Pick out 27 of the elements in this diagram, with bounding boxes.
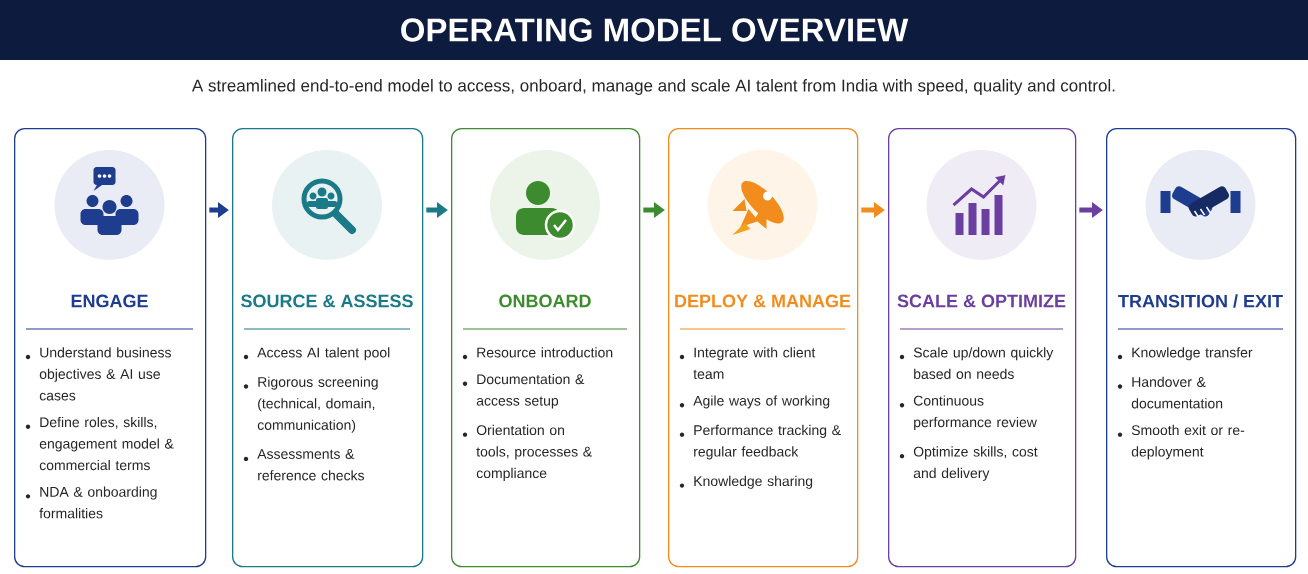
card-heading: SCALE & OPTIMIZE (897, 294, 1066, 308)
bullet-item: Agile ways of working (679, 395, 830, 409)
bullet-item: Assessments & reference checks (243, 449, 365, 481)
card-heading: ENGAGE (71, 294, 148, 308)
bullet-item: Rigorous screening (technical, domain, communication) (243, 376, 378, 433)
bullet-item: Resource introduction (462, 347, 613, 360)
bullet-item: Continuous performance review (899, 395, 1037, 430)
bullet-item: Orientation on tools, processes & compliance (462, 424, 592, 481)
title-banner: OPERATING MODEL OVERVIEW (0, 0, 1308, 60)
bullet-item: Scale up/down quickly based on needs (899, 347, 1054, 379)
card-heading: ONBOARD (499, 294, 591, 308)
bullet-item: Integrate with client team (679, 347, 816, 379)
bullet-item: Knowledge transfer (1117, 347, 1253, 361)
bullet-item: Handover & documentation (1117, 376, 1223, 409)
bullet-item: Performance tracking & regular feedback (679, 424, 841, 460)
bullet-item: Smooth exit or re-deployment (1117, 424, 1245, 460)
card-heading: SOURCE & ASSESS (241, 294, 413, 308)
bullet-item: Define roles, skills, engagement model & commercial terms (25, 416, 174, 471)
card-heading: TRANSITION / EXIT (1118, 294, 1283, 308)
bullet-item: Documentation & access setup (462, 373, 585, 409)
subtitle: A streamlined end-to-end model to access, onboard, manage and scale AI talent from India with speed, quality and control. (191, 79, 1115, 95)
bullet-item: NDA & onboarding formalities (25, 486, 157, 519)
bullet-item: Optimize skills, cost and delivery (899, 446, 1038, 481)
card-heading: DEPLOY & MANAGE (675, 294, 851, 308)
bullet-item: Knowledge sharing (679, 475, 813, 489)
bullet-item: Access AI talent pool (243, 347, 390, 361)
bullet-item: Understand business objectives & AI use cases (25, 347, 171, 401)
